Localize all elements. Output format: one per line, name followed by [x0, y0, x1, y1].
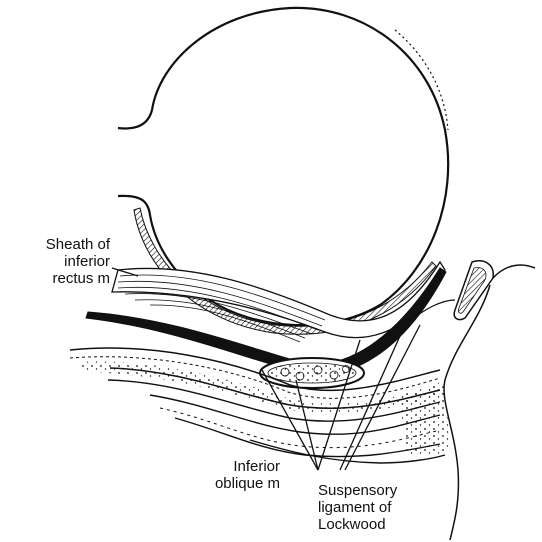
label-line: Lockwood	[318, 516, 397, 533]
label-suspensory-ligament-of-lockwood: Suspensory ligament of Lockwood	[318, 482, 397, 533]
label-line: oblique m	[215, 475, 280, 492]
floor-bone-fill	[400, 380, 450, 456]
label-line: Inferior	[215, 458, 280, 475]
label-inferior-oblique: Inferior oblique m	[215, 458, 280, 492]
label-line: ligament of	[318, 499, 397, 516]
label-line: Suspensory	[318, 482, 397, 499]
maxillary-bone-fill	[80, 361, 440, 414]
label-line: inferior	[46, 253, 110, 270]
label-line: Sheath of	[46, 236, 110, 253]
globe-posterior-edge	[395, 30, 448, 130]
inferior-oblique-muscle	[260, 358, 364, 388]
label-sheath-of-inferior-rectus: Sheath of inferior rectus m	[46, 236, 110, 287]
label-line: rectus m	[46, 270, 110, 287]
